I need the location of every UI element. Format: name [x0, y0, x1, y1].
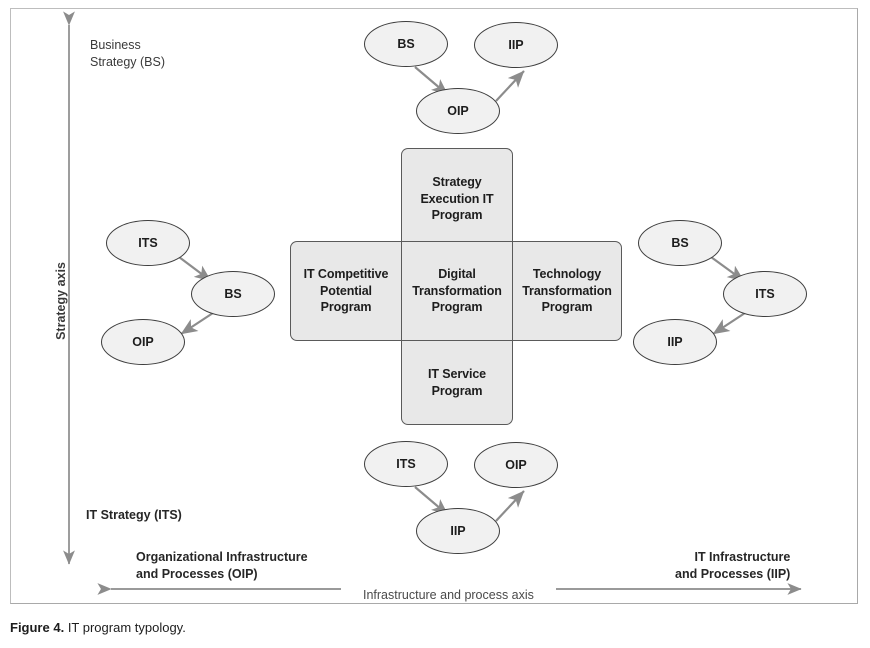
axis-name-strategy: Strategy axis [54, 262, 68, 340]
axis-label-it-strategy: IT Strategy (ITS) [86, 508, 182, 522]
node-left-oip-label: OIP [132, 335, 154, 349]
program-box-it-service[interactable]: IT Service Program [401, 341, 513, 425]
program-box-technology-transformation-label: Technology Transformation Program [522, 267, 612, 315]
node-top-iip[interactable]: IIP [474, 22, 558, 68]
node-right-iip[interactable]: IIP [633, 319, 717, 365]
node-right-its-label: ITS [755, 287, 775, 301]
node-top-oip[interactable]: OIP [416, 88, 500, 134]
node-bottom-its[interactable]: ITS [364, 441, 448, 487]
node-top-iip-label: IIP [508, 38, 524, 52]
figure-caption: Figure 4. IT program typology. [10, 620, 186, 635]
program-box-strategy-execution-label: Strategy Execution IT Program [420, 175, 494, 223]
node-right-bs[interactable]: BS [638, 220, 722, 266]
program-box-it-service-label: IT Service Program [427, 367, 487, 398]
axis-name-infrastructure-and-process: Infrastructure and process axis [363, 588, 534, 602]
axis-label-business-strategy: Business Strategy (BS) [90, 38, 166, 69]
node-right-bs-label: BS [671, 236, 689, 250]
axis-label-organizational-infrastructure: Organizational Infrastructure and Proces… [136, 550, 308, 581]
figure-caption-text: IT program typology. [67, 620, 186, 635]
node-top-bs[interactable]: BS [364, 21, 448, 67]
node-left-oip[interactable]: OIP [101, 319, 185, 365]
node-right-iip-label: IIP [667, 335, 683, 349]
node-bottom-oip-label: OIP [505, 458, 527, 472]
figure-frame: Strategy Execution IT Program IT Competi… [10, 8, 858, 604]
axis-label-it-infrastructure: IT Infrastructure and Processes (IIP) [675, 550, 791, 581]
program-box-strategy-execution[interactable]: Strategy Execution IT Program [401, 148, 513, 249]
node-left-its-label: ITS [138, 236, 158, 250]
node-bottom-its-label: ITS [396, 457, 416, 471]
program-box-technology-transformation[interactable]: Technology Transformation Program [513, 241, 622, 341]
node-top-bs-label: BS [397, 37, 415, 51]
program-box-digital-transformation[interactable]: Digital Transformation Program [401, 241, 513, 341]
node-left-its[interactable]: ITS [106, 220, 190, 266]
node-left-bs-label: BS [224, 287, 242, 301]
diagram-canvas: Strategy Execution IT Program IT Competi… [11, 9, 857, 603]
node-top-oip-label: OIP [447, 104, 469, 118]
program-box-it-competitive-potential-label: IT Competitive Potential Program [303, 267, 389, 315]
node-left-bs[interactable]: BS [191, 271, 275, 317]
node-bottom-oip[interactable]: OIP [474, 442, 558, 488]
program-box-it-competitive-potential[interactable]: IT Competitive Potential Program [290, 241, 401, 341]
node-right-its[interactable]: ITS [723, 271, 807, 317]
program-box-digital-transformation-label: Digital Transformation Program [412, 267, 502, 315]
node-bottom-iip[interactable]: IIP [416, 508, 500, 554]
figure-caption-number: Figure 4. [10, 620, 65, 635]
node-bottom-iip-label: IIP [450, 524, 466, 538]
